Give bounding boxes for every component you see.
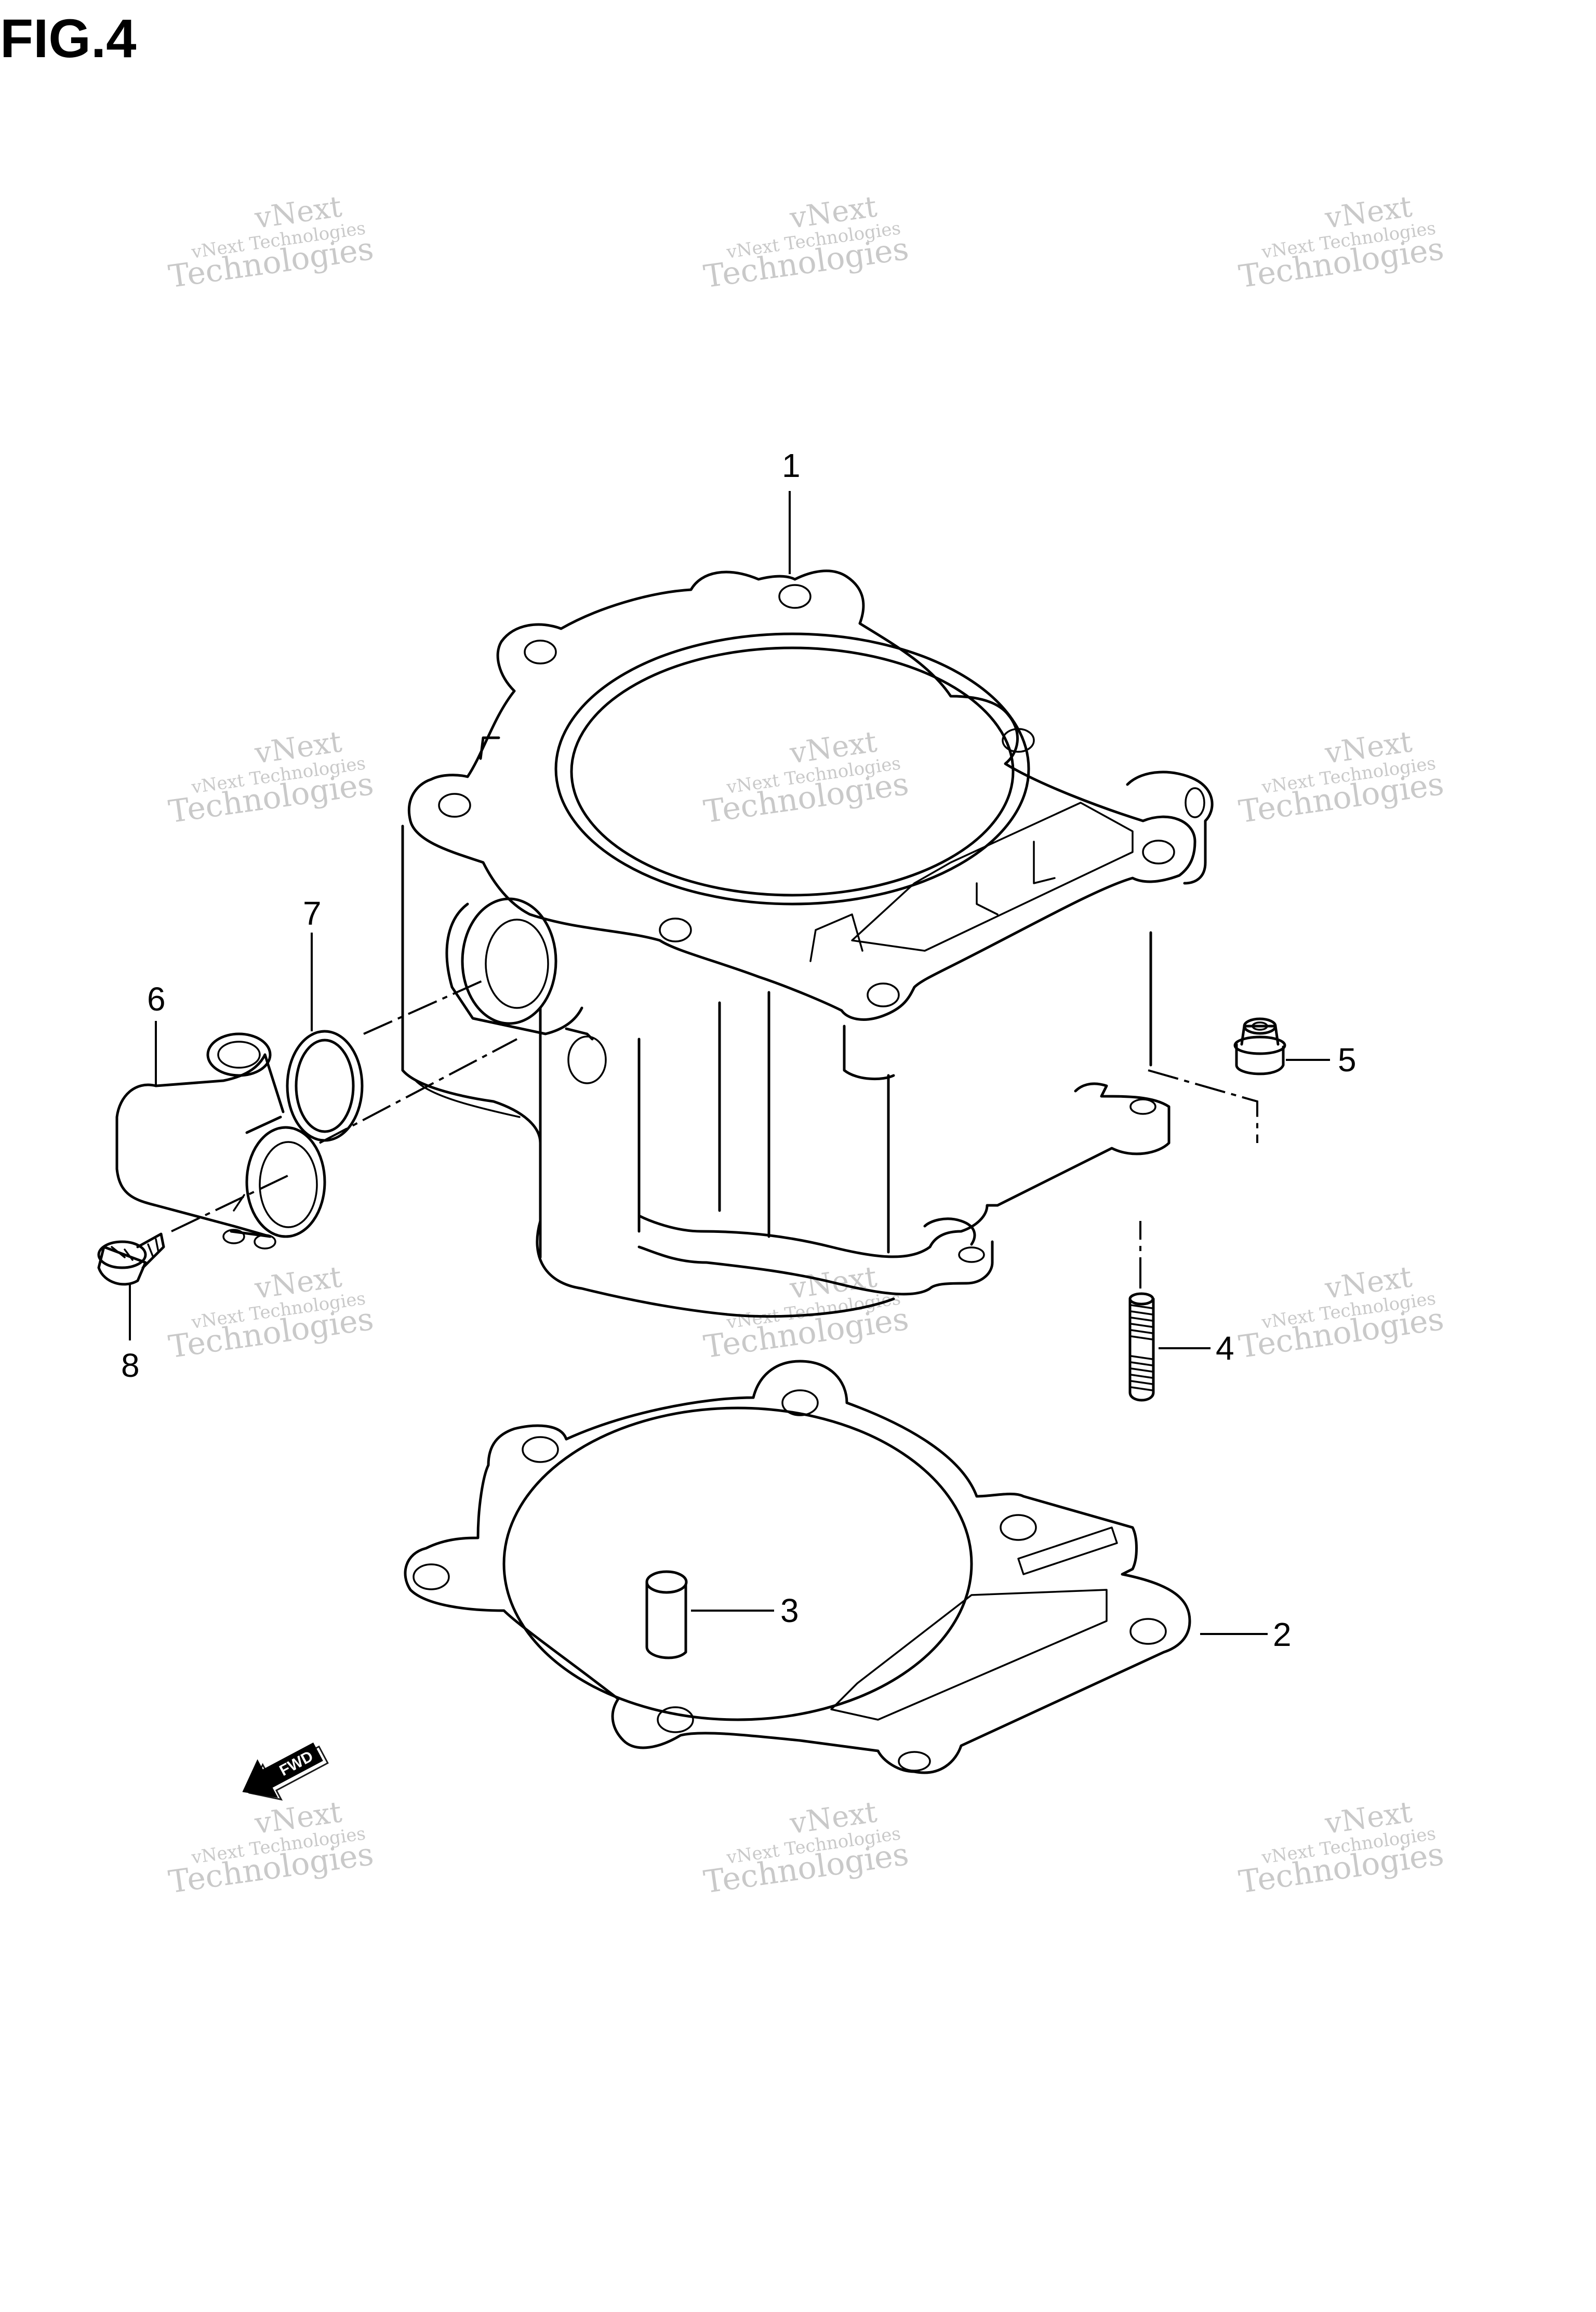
leader-lines [129, 491, 1330, 1635]
callout-5: 5 [1338, 1041, 1356, 1079]
callout-8: 8 [121, 1347, 140, 1384]
callout-4: 4 [1216, 1330, 1234, 1367]
water-inlet-pipe-part[interactable] [115, 1032, 326, 1250]
callout-labels: 1 2 3 4 5 6 7 8 [121, 447, 1356, 1653]
callout-1: 1 [782, 447, 801, 484]
o-ring-part[interactable] [286, 1030, 364, 1142]
callout-6: 6 [147, 980, 166, 1018]
dowel-pin-part[interactable] [645, 1570, 688, 1659]
figure-title: FIG.4 [0, 8, 137, 69]
fwd-arrow-icon: FWD [242, 1742, 329, 1801]
pipe-bolt-part[interactable] [97, 1232, 165, 1286]
cylinder-base-gasket-part[interactable] [404, 1360, 1191, 1774]
callout-7: 7 [303, 895, 322, 932]
cylinder-part[interactable] [401, 569, 1214, 1318]
callout-2: 2 [1273, 1616, 1292, 1653]
flange-nut-part[interactable] [1233, 1017, 1286, 1075]
stud-bolt-part[interactable] [1128, 1292, 1155, 1402]
callout-3: 3 [780, 1592, 799, 1629]
